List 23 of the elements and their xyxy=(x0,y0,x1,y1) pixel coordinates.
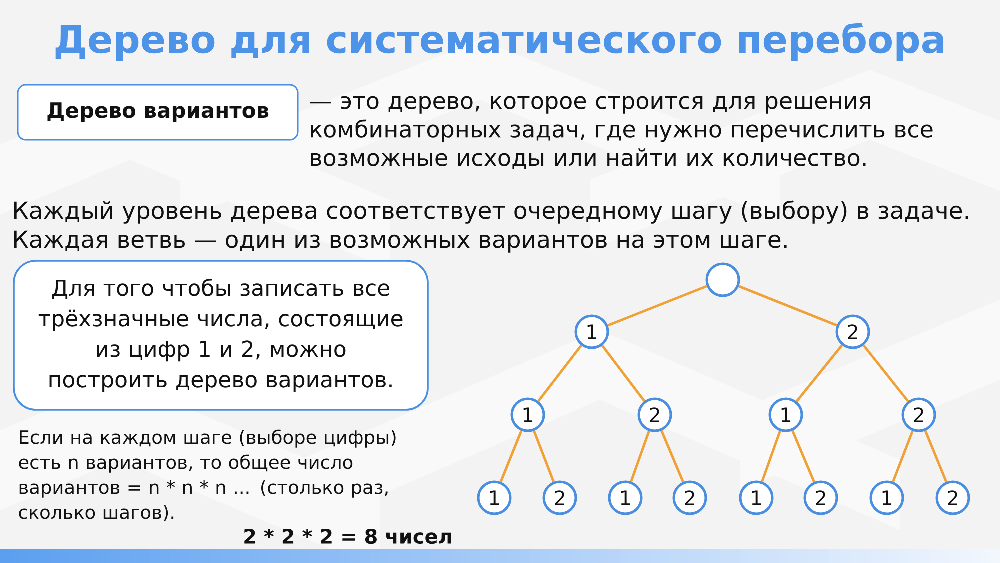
tree-branch xyxy=(538,344,582,402)
tree-branch xyxy=(660,430,684,483)
slide-title: Дерево для систематического перебора xyxy=(56,23,944,62)
tree-branch xyxy=(792,430,816,483)
tree-branch xyxy=(761,430,782,482)
tree-branch xyxy=(796,344,844,402)
body-text: Каждый уровень дерева соответствует очередному шагу (выбору) в задаче. xyxy=(14,200,968,224)
definition-text: — это дерево, которое строится для решения комбинаторных задач, где нужно перечислить все возможные исходы или найти их количество. xyxy=(310,96,933,170)
tree-branch xyxy=(892,430,914,482)
tree-branch xyxy=(500,430,523,482)
body-text: Каждая ветвь — один из возможных вариантов на этом шаге. xyxy=(14,230,787,253)
tree-branch xyxy=(533,430,555,482)
tree-branch xyxy=(738,285,838,327)
tree-branch xyxy=(601,345,646,402)
tree-branch xyxy=(630,430,650,482)
tree-branch xyxy=(924,430,948,483)
formula-text: 2 * 2 * 2 = 8 чисел xyxy=(244,528,452,544)
tree-branch xyxy=(862,344,910,402)
tree-branch xyxy=(608,285,708,327)
note-box: Для того чтобы записать все трёхзначные числа, состоящие из цифр 1 и 2, можно построить дерево вариантов. xyxy=(13,260,429,411)
tree-node: 2 xyxy=(936,480,970,516)
term-box: Дерево вариантов xyxy=(17,84,299,141)
note-text: Если на каждом шаге (выборе цифры) есть n вариантов, то общее число вариантов = n * n * n ... (столько раз, сколько шагов). xyxy=(19,430,396,522)
